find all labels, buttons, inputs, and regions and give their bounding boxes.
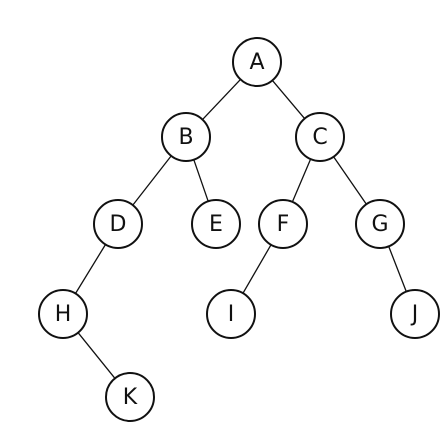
edge-layer: [74, 78, 407, 379]
edge-c-f: [291, 158, 312, 203]
edge-g-j: [388, 246, 407, 292]
node-label: B: [178, 125, 193, 150]
tree-node-c: C: [295, 112, 345, 162]
tree-node-j: J: [390, 289, 440, 339]
node-label: F: [277, 212, 290, 237]
node-label: C: [312, 125, 327, 150]
node-label: I: [228, 302, 235, 327]
edge-b-d: [132, 155, 172, 206]
node-label: H: [55, 302, 72, 327]
node-circle: [258, 199, 308, 249]
node-circle: [93, 199, 143, 249]
edge-f-i: [242, 244, 272, 294]
node-circle: [232, 37, 282, 87]
node-label: J: [410, 302, 419, 327]
tree-node-e: E: [191, 199, 241, 249]
node-label: D: [110, 212, 127, 237]
tree-node-a: A: [232, 37, 282, 87]
node-circle: [355, 199, 405, 249]
tree-node-i: I: [206, 289, 256, 339]
node-label: E: [209, 212, 223, 237]
edge-b-e: [193, 159, 209, 202]
node-circle: [206, 289, 256, 339]
node-label: G: [371, 212, 388, 237]
edge-a-c: [271, 79, 306, 120]
tree-node-b: B: [161, 112, 211, 162]
node-circle: [295, 112, 345, 162]
edge-c-g: [333, 156, 367, 205]
tree-node-h: H: [38, 289, 88, 339]
node-circle: [38, 289, 88, 339]
edge-h-k: [77, 332, 116, 379]
tree-node-k: K: [105, 372, 155, 422]
tree-node-f: F: [258, 199, 308, 249]
node-circle: [390, 289, 440, 339]
node-circle: [105, 372, 155, 422]
node-circle: [191, 199, 241, 249]
node-layer: A B C D E F G H I J K: [38, 37, 440, 422]
node-label: K: [123, 385, 138, 410]
tree-node-d: D: [93, 199, 143, 249]
node-label: A: [249, 50, 264, 75]
tree-node-g: G: [355, 199, 405, 249]
edge-a-b: [202, 78, 241, 121]
node-circle: [161, 112, 211, 162]
edge-d-h: [74, 244, 107, 294]
